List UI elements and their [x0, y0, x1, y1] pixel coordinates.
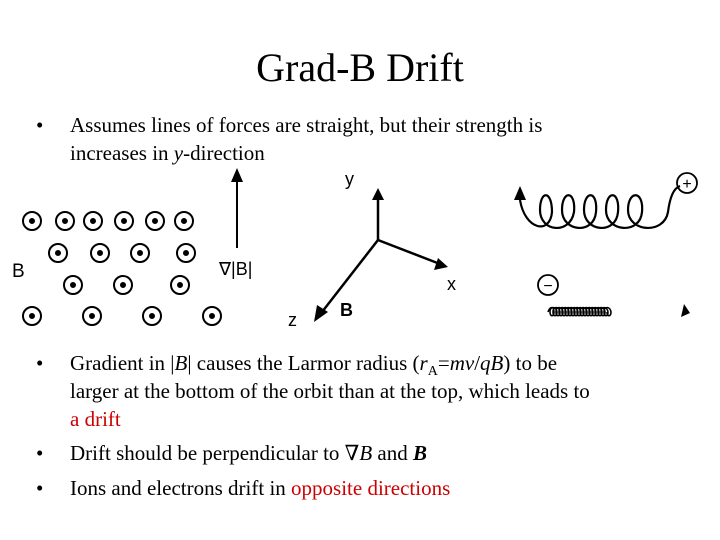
bullet-marker: • [36, 113, 44, 137]
axis-x-label: x [447, 274, 456, 294]
field-dot [202, 306, 222, 326]
text-run-italic: B [359, 441, 373, 465]
electron-sign: − [543, 278, 552, 295]
text-run: Ions and electrons drift in [70, 476, 292, 500]
field-dot [63, 275, 83, 295]
bullet-line: Assumes lines of forces are straight, bu… [70, 113, 543, 137]
field-dot [90, 243, 110, 263]
text-run: increases in [70, 141, 174, 165]
field-dot [48, 243, 68, 263]
electron-trajectory [547, 304, 690, 317]
bullet-line-highlight: a drift [70, 407, 121, 431]
field-dot [174, 211, 194, 231]
axis-z-label: z [288, 310, 297, 330]
bullet-line: Drift should be perpendicular to ∇B and … [70, 440, 427, 466]
slide-title: Grad-B Drift [256, 45, 464, 90]
text-run-italic: mv [449, 351, 475, 375]
field-dot [114, 211, 134, 231]
axis-y-label: y [345, 169, 354, 189]
text-run-italic: B [174, 351, 188, 375]
field-dot [22, 306, 42, 326]
field-dot [22, 211, 42, 231]
bullet-line: larger at the bottom of the orbit than a… [70, 379, 590, 403]
ion-sign: + [682, 176, 691, 193]
bullet-marker: • [36, 476, 44, 500]
field-dot [145, 211, 165, 231]
bullet-marker: • [36, 351, 44, 375]
bullet-line: Gradient in |B| causes the Larmor radius… [70, 350, 557, 385]
field-dot [170, 275, 190, 295]
text-run: | causes the Larmor radius ( [187, 351, 420, 375]
text-run: Drift should be perpendicular to [70, 441, 345, 465]
bullet-line: Ions and electrons drift in opposite dir… [70, 475, 450, 501]
text-run-highlight: opposite directions [291, 476, 451, 500]
electron-marker [537, 274, 559, 296]
field-dots [22, 211, 222, 326]
gradient-arrow [231, 168, 243, 248]
ion-marker [676, 172, 698, 194]
text-run: -direction [183, 141, 265, 165]
coordinate-axes [314, 188, 448, 322]
nabla-symbol: ∇ [344, 441, 360, 465]
field-dot [55, 211, 75, 231]
axis-b-label: B [340, 300, 353, 320]
field-dot [130, 243, 150, 263]
ion-trajectory [514, 184, 681, 229]
bullet-marker: • [36, 441, 44, 465]
field-dot [113, 275, 133, 295]
text-run-italic: y [173, 141, 184, 165]
text-run: Gradient in | [70, 351, 175, 375]
text-run: and [372, 441, 413, 465]
field-dot [142, 306, 162, 326]
field-dot [176, 243, 196, 263]
text-run: / [474, 351, 481, 375]
subscript: A [427, 364, 438, 380]
grad-b-figure: B ∇|B| y x z B + − [12, 168, 698, 330]
text-run-italic: qB [480, 351, 504, 375]
field-dot [82, 306, 102, 326]
gradient-label: ∇|B| [218, 259, 252, 279]
bullet-line: increases in y-direction [70, 140, 265, 166]
field-label-b: B [12, 261, 25, 282]
text-run-bold-italic: B [413, 441, 428, 465]
text-run: = [437, 351, 450, 375]
text-run-italic: r [419, 351, 428, 375]
field-dot [83, 211, 103, 231]
text-run: ) to be [503, 351, 558, 375]
